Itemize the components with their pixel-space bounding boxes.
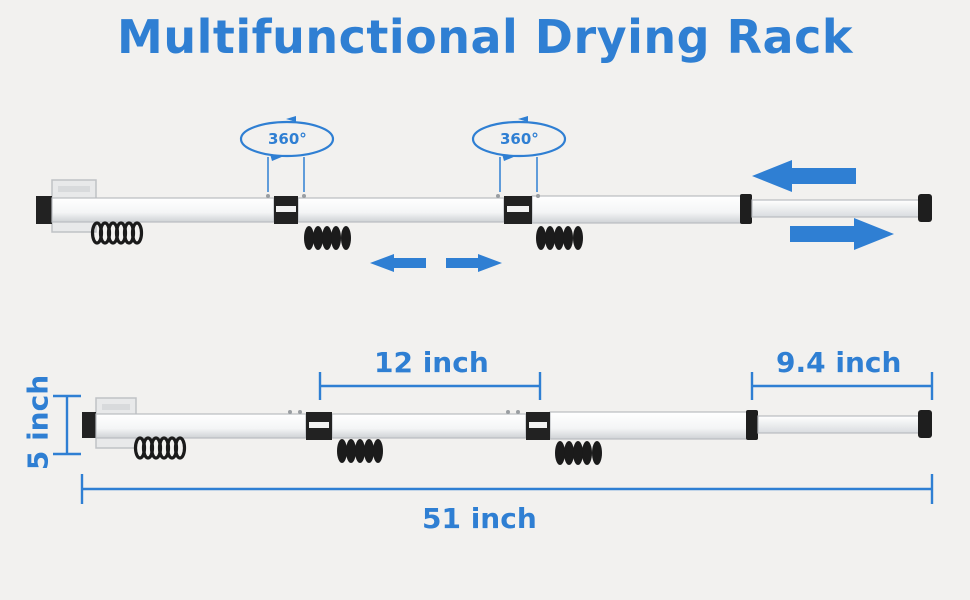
extension-tube xyxy=(757,415,921,434)
rail-segment xyxy=(531,195,743,224)
hinge-joint xyxy=(504,196,532,224)
arrow-right-icon xyxy=(790,218,894,250)
rotate-360-icon xyxy=(471,116,567,192)
dimension-line-total xyxy=(80,474,934,504)
arrow-left-icon xyxy=(370,254,426,272)
dimension-line-extension xyxy=(750,372,934,400)
hook-rings xyxy=(536,226,583,250)
rotation-label: 360° xyxy=(500,130,539,148)
dimension-line-height xyxy=(53,394,81,456)
dimension-label-segment: 12 inch xyxy=(374,346,489,379)
hinge-joint xyxy=(306,412,332,440)
rail-segment xyxy=(331,413,527,439)
tube-cap xyxy=(746,410,758,440)
arrow-right-icon xyxy=(446,254,502,272)
dimension-label-extension: 9.4 inch xyxy=(776,346,902,379)
tube-cap xyxy=(740,194,752,224)
rotate-360-icon xyxy=(239,116,335,192)
rail-segment xyxy=(297,197,505,223)
dimension-line-segment xyxy=(318,372,542,400)
dimension-label-total: 51 inch xyxy=(422,502,537,535)
tube-cap xyxy=(918,410,932,438)
rotation-label: 360° xyxy=(268,130,307,148)
hook-rings xyxy=(304,226,351,250)
arrow-left-icon xyxy=(752,160,856,192)
hook-rings xyxy=(337,439,383,463)
hinge-joint xyxy=(526,412,550,440)
rack-bottom xyxy=(82,397,932,465)
hook-rings xyxy=(90,221,144,245)
hook-rings xyxy=(133,436,187,460)
rail-segment xyxy=(549,411,749,440)
rail-segment xyxy=(51,197,275,223)
page-title: Multifunctional Drying Rack xyxy=(117,10,853,64)
tube-cap xyxy=(918,194,932,222)
dimension-label-height: 5 inch xyxy=(21,374,55,471)
rail-segment xyxy=(95,413,307,439)
hinge-joint xyxy=(274,196,298,224)
hook-rings xyxy=(555,441,602,465)
extension-tube xyxy=(751,199,921,218)
rack-top xyxy=(36,179,932,250)
